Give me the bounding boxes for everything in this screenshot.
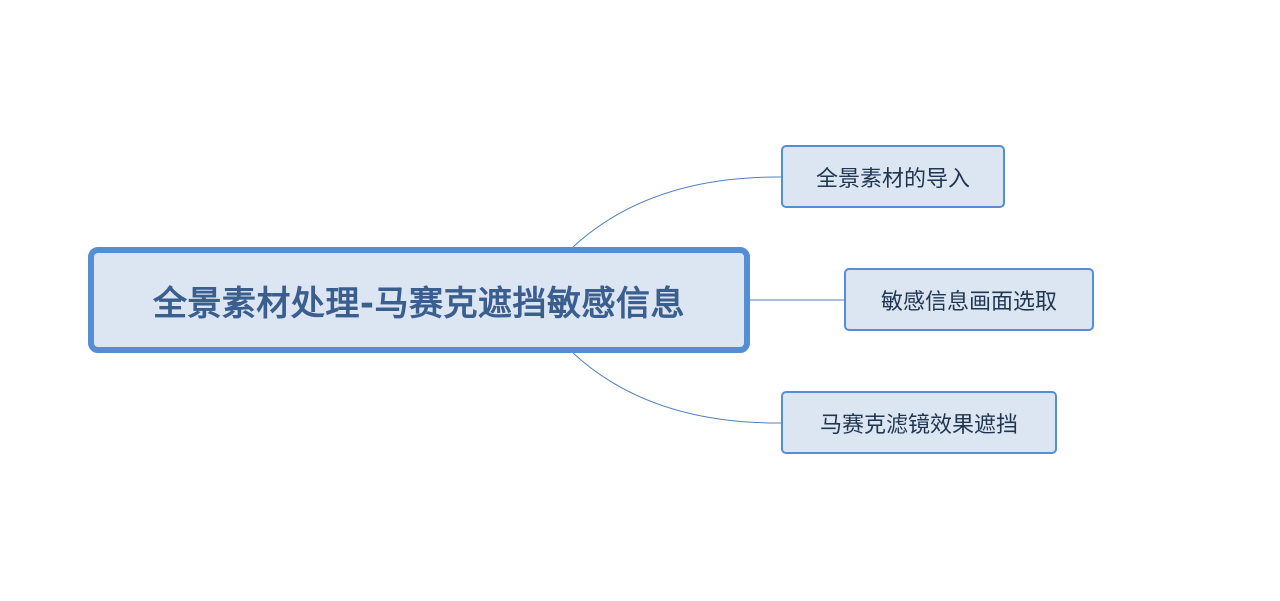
subtopic-node-mosaic[interactable]: 马赛克滤镜效果遮挡 bbox=[781, 391, 1057, 454]
subtopic-label: 马赛克滤镜效果遮挡 bbox=[819, 412, 1018, 438]
subtopic-label: 全景素材的导入 bbox=[815, 166, 970, 192]
connector-to-child-1 bbox=[572, 176, 782, 248]
root-topic-label: 全景素材处理-马赛克遮挡敏感信息 bbox=[152, 283, 686, 324]
subtopic-label: 敏感信息画面选取 bbox=[880, 289, 1057, 315]
root-topic-node[interactable]: 全景素材处理-马赛克遮挡敏感信息 bbox=[88, 247, 750, 353]
connector-to-child-3 bbox=[572, 352, 782, 424]
subtopic-node-select[interactable]: 敏感信息画面选取 bbox=[844, 268, 1094, 331]
subtopic-node-import[interactable]: 全景素材的导入 bbox=[781, 145, 1005, 208]
